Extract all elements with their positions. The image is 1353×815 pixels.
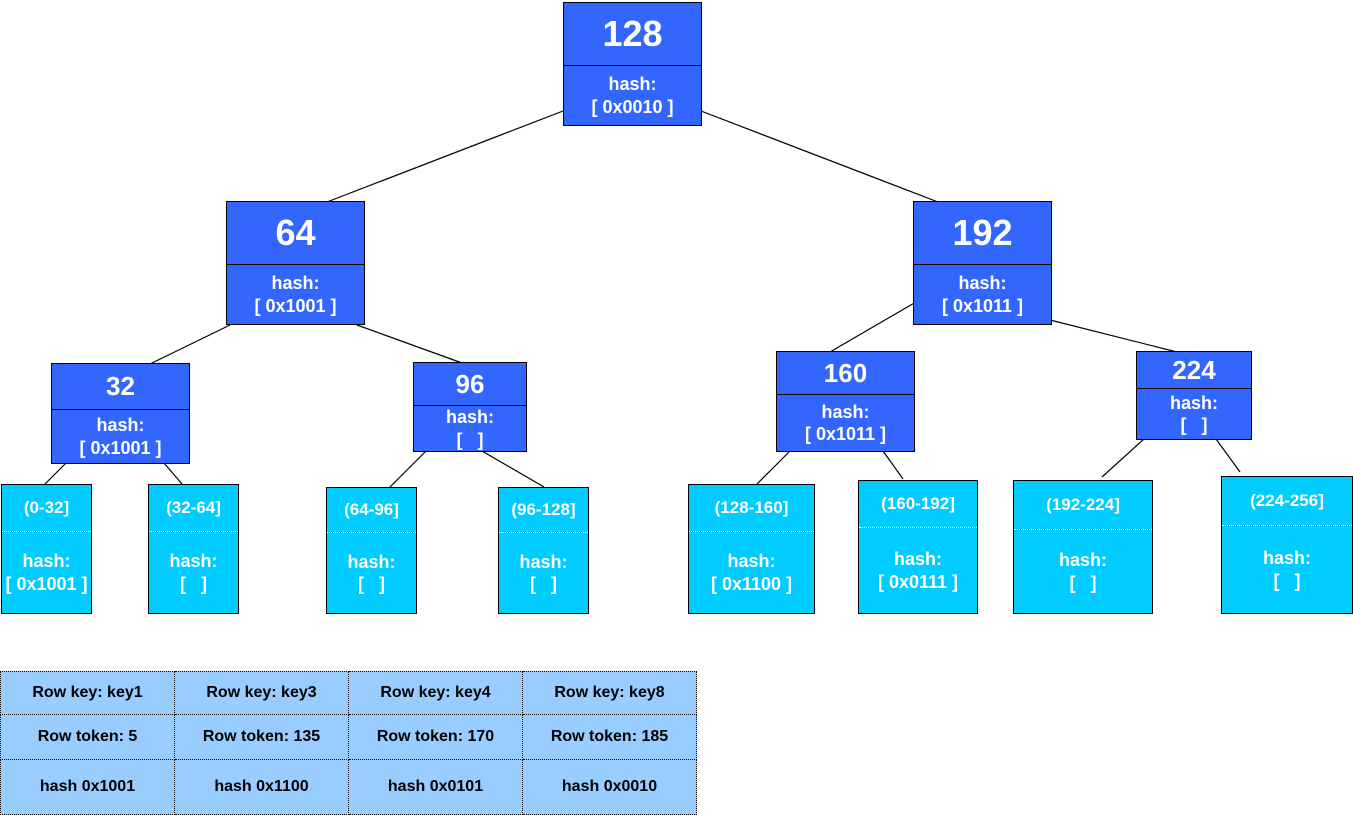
row-token-cell: Row token: 170 — [348, 714, 523, 760]
leaf-192-224: (192-224] hash: [ ] — [1013, 480, 1153, 614]
row-hash-cell: hash 0x1001 — [0, 759, 175, 815]
leaf-0-32-hash-label: hash: — [22, 551, 71, 571]
node-192: 192 hash: [ 0x1011 ] — [913, 201, 1052, 325]
node-224-hash-label: hash: — [1169, 392, 1218, 413]
row-hash-cell: hash 0x0101 — [348, 759, 523, 815]
leaf-0-32-hash: [ 0x1001 ] — [5, 573, 88, 594]
edge-224-l224 — [1215, 438, 1241, 473]
edge-32-l32 — [163, 462, 183, 485]
row-key-cell: Row key: key8 — [522, 671, 697, 715]
leaf-128-160-hash: [ 0x1100 ] — [710, 573, 793, 594]
row-hash-cell: hash 0x0010 — [522, 759, 697, 815]
leaf-64-96-hash: [ ] — [358, 574, 385, 594]
row-hash-cell: hash 0x1100 — [174, 759, 349, 815]
row-key-cell: Row key: key4 — [348, 671, 523, 715]
edge-128-64 — [326, 110, 564, 203]
edge-128-192 — [700, 110, 939, 203]
edge-224-l192 — [1101, 438, 1145, 478]
leaf-32-64: (32-64] hash: [ ] — [148, 484, 239, 614]
leaf-96-128: (96-128] hash: [ ] — [498, 487, 589, 614]
leaf-224-256-hash-label: hash: — [1262, 548, 1311, 568]
node-64: 64 hash: [ 0x1001 ] — [226, 201, 365, 325]
node-32-hash-label: hash: — [96, 415, 145, 435]
node-128-hash-label: hash: — [608, 74, 657, 94]
row-key-cell: Row key: key3 — [174, 671, 349, 715]
node-96-hash-label: hash: — [445, 407, 494, 427]
node-96: 96 hash: [ ] — [413, 362, 527, 452]
leaf-160-192-hash: [ 0x0111 ] — [877, 571, 959, 592]
node-160: 160 hash: [ 0x1011 ] — [776, 351, 915, 452]
node-32-token: 32 — [52, 364, 189, 410]
row-token-cell: Row token: 135 — [174, 714, 349, 760]
edge-160-l128 — [756, 450, 791, 485]
row-token-row: Row token: 5 Row token: 135 Row token: 1… — [0, 714, 697, 760]
leaf-32-64-hash: [ ] — [180, 573, 207, 594]
node-192-hash: [ 0x1011 ] — [941, 295, 1024, 316]
row-key-row: Row key: key1 Row key: key3 Row key: key… — [0, 671, 697, 715]
leaf-64-96-range: (64-96] — [344, 500, 399, 519]
leaf-128-160-hash-label: hash: — [727, 551, 776, 571]
leaf-192-224-hash: [ ] — [1069, 572, 1097, 593]
row-token-cell: Row token: 5 — [0, 714, 175, 760]
node-192-hash-label: hash: — [958, 273, 1007, 293]
leaf-128-160: (128-160] hash: [ 0x1100 ] — [688, 484, 815, 614]
edge-192-224 — [1049, 319, 1178, 353]
row-hash-row: hash 0x1001 hash 0x1100 hash 0x0101 hash… — [0, 759, 697, 815]
leaf-0-32-range: (0-32] — [23, 498, 70, 517]
leaf-32-64-hash-label: hash: — [169, 551, 218, 571]
edge-160-l160 — [882, 450, 904, 480]
row-table: Row key: key1 Row key: key3 Row key: key… — [0, 671, 697, 815]
leaf-224-256-range: (224-256] — [1250, 491, 1324, 510]
leaf-64-96: (64-96] hash: [ ] — [326, 487, 417, 614]
edge-64-32 — [149, 324, 231, 365]
leaf-224-256: (224-256] hash: [ ] — [1221, 476, 1353, 614]
node-96-hash: [ ] — [456, 429, 484, 450]
node-224-hash: [ ] — [1180, 415, 1208, 435]
leaf-64-96-hash-label: hash: — [347, 551, 396, 572]
leaf-96-128-hash: [ ] — [530, 574, 557, 594]
leaf-96-128-hash-label: hash: — [519, 551, 568, 572]
node-192-token: 192 — [914, 202, 1051, 265]
edge-64-96 — [356, 324, 463, 364]
edge-96-l64 — [389, 450, 427, 488]
node-128-token: 128 — [564, 3, 701, 66]
node-128-hash: [ 0x0010 ] — [591, 96, 674, 117]
node-128: 128 hash: [ 0x0010 ] — [563, 2, 702, 126]
leaf-0-32: (0-32] hash: [ 0x1001 ] — [1, 484, 92, 614]
node-64-hash: [ 0x1001 ] — [254, 295, 337, 316]
leaf-224-256-hash: [ ] — [1273, 570, 1301, 591]
leaf-32-64-range: (32-64] — [166, 498, 221, 517]
node-224-token: 224 — [1137, 352, 1251, 389]
node-64-token: 64 — [227, 202, 364, 265]
leaf-160-192-range: (160-192] — [881, 494, 955, 513]
node-32: 32 hash: [ 0x1001 ] — [51, 363, 190, 464]
leaf-160-192-hash-label: hash: — [893, 549, 942, 569]
leaf-160-192: (160-192] hash: [ 0x0111 ] — [858, 480, 978, 614]
node-160-token: 160 — [777, 352, 914, 395]
leaf-192-224-range: (192-224] — [1046, 495, 1120, 514]
node-160-hash-label: hash: — [821, 401, 870, 422]
edge-192-160 — [829, 301, 917, 353]
leaf-192-224-hash-label: hash: — [1058, 550, 1107, 570]
edge-96-l96 — [481, 450, 545, 488]
row-token-cell: Row token: 185 — [522, 714, 697, 760]
leaf-128-160-range: (128-160] — [714, 498, 789, 517]
leaf-96-128-range: (96-128] — [511, 500, 576, 519]
node-96-token: 96 — [414, 363, 526, 406]
node-224: 224 hash: [ ] — [1136, 351, 1252, 440]
node-64-hash-label: hash: — [271, 273, 320, 293]
node-32-hash: [ 0x1001 ] — [79, 437, 162, 458]
row-key-cell: Row key: key1 — [0, 671, 175, 715]
node-160-hash: [ 0x1011 ] — [804, 424, 887, 444]
edge-32-l0 — [44, 462, 67, 485]
